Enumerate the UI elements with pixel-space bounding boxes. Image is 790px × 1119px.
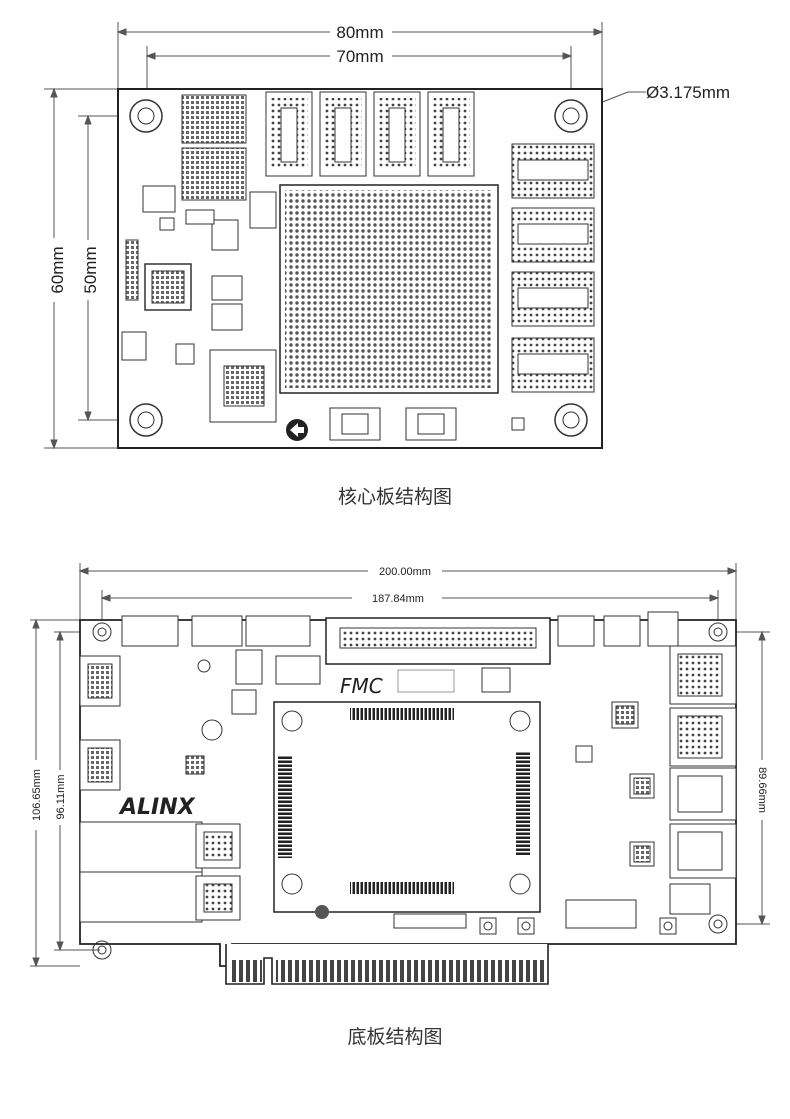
base-right-ics — [393, 701, 655, 929]
base-width-188-dimension — [100, 590, 720, 622]
base-height-96-dimension — [54, 630, 100, 952]
base-board-caption: 底板结构图 — [347, 1026, 442, 1048]
core-fpga-balls — [285, 190, 493, 388]
boot-mode-table — [397, 669, 455, 693]
core-board-drawing: 80mm 70mm 60mm 50mm — [44, 22, 730, 508]
base-width-inner-label: 187.84mm — [372, 593, 424, 605]
base-buttons — [479, 917, 677, 935]
socket-orientation-mark — [315, 905, 329, 919]
socket-holes — [281, 710, 531, 895]
base-right-connectors — [669, 645, 737, 915]
base-top-connectors — [121, 611, 679, 647]
core-width-inner-label: 70mm — [336, 47, 383, 66]
hole-diameter-label: Ø3.175mm — [646, 83, 730, 102]
base-height-outer-label: 106.65mm — [31, 769, 43, 821]
pcie-fingers-1 — [230, 960, 262, 982]
socket-connector-bottom — [350, 882, 454, 894]
base-width-outer-label: 200.00mm — [379, 566, 431, 578]
core-height-outer-label: 60mm — [48, 246, 67, 293]
core-width-80-dimension — [116, 22, 604, 92]
socket-connector-left — [278, 756, 292, 858]
core-board-caption: 核心板结构图 — [338, 486, 452, 508]
core-width-outer-label: 80mm — [336, 23, 383, 42]
core-height-60-dimension — [44, 87, 118, 450]
socket-connector-right — [516, 752, 530, 856]
base-mounting-holes — [92, 622, 728, 960]
core-height-inner-label: 50mm — [81, 246, 100, 293]
base-width-200-dimension — [78, 563, 738, 622]
base-left-connectors — [79, 655, 203, 923]
pcie-fingers-2 — [276, 960, 544, 982]
core-ddr-chip-2 — [181, 147, 247, 201]
core-memory-windows — [280, 107, 460, 163]
fmc-side-chip — [481, 667, 511, 693]
fmc-connector-pins — [339, 627, 537, 649]
core-flash-chips — [329, 407, 457, 441]
base-height-106-dimension — [30, 618, 80, 968]
socket-connector-top — [350, 708, 454, 720]
alinx-logo-text: ALINX — [118, 795, 196, 820]
core-emmc-balls — [223, 365, 265, 407]
core-mounting-holes — [129, 99, 588, 437]
core-left-components — [121, 185, 277, 365]
base-height-inner-label: 96.11mm — [55, 774, 67, 819]
core-ddr-chip-1 — [181, 94, 247, 144]
core-crystal — [511, 417, 525, 431]
core-board-socket — [273, 701, 541, 913]
core-board-connectors — [511, 143, 595, 393]
base-left-ics — [185, 649, 321, 775]
fmc-label: FMC — [340, 674, 383, 698]
base-height-right-label: 89.66mm — [756, 767, 768, 813]
base-sfp-cages — [195, 823, 241, 921]
base-board-drawing: 200.00mm 187.84mm 106.65mm 96 — [30, 563, 770, 1048]
